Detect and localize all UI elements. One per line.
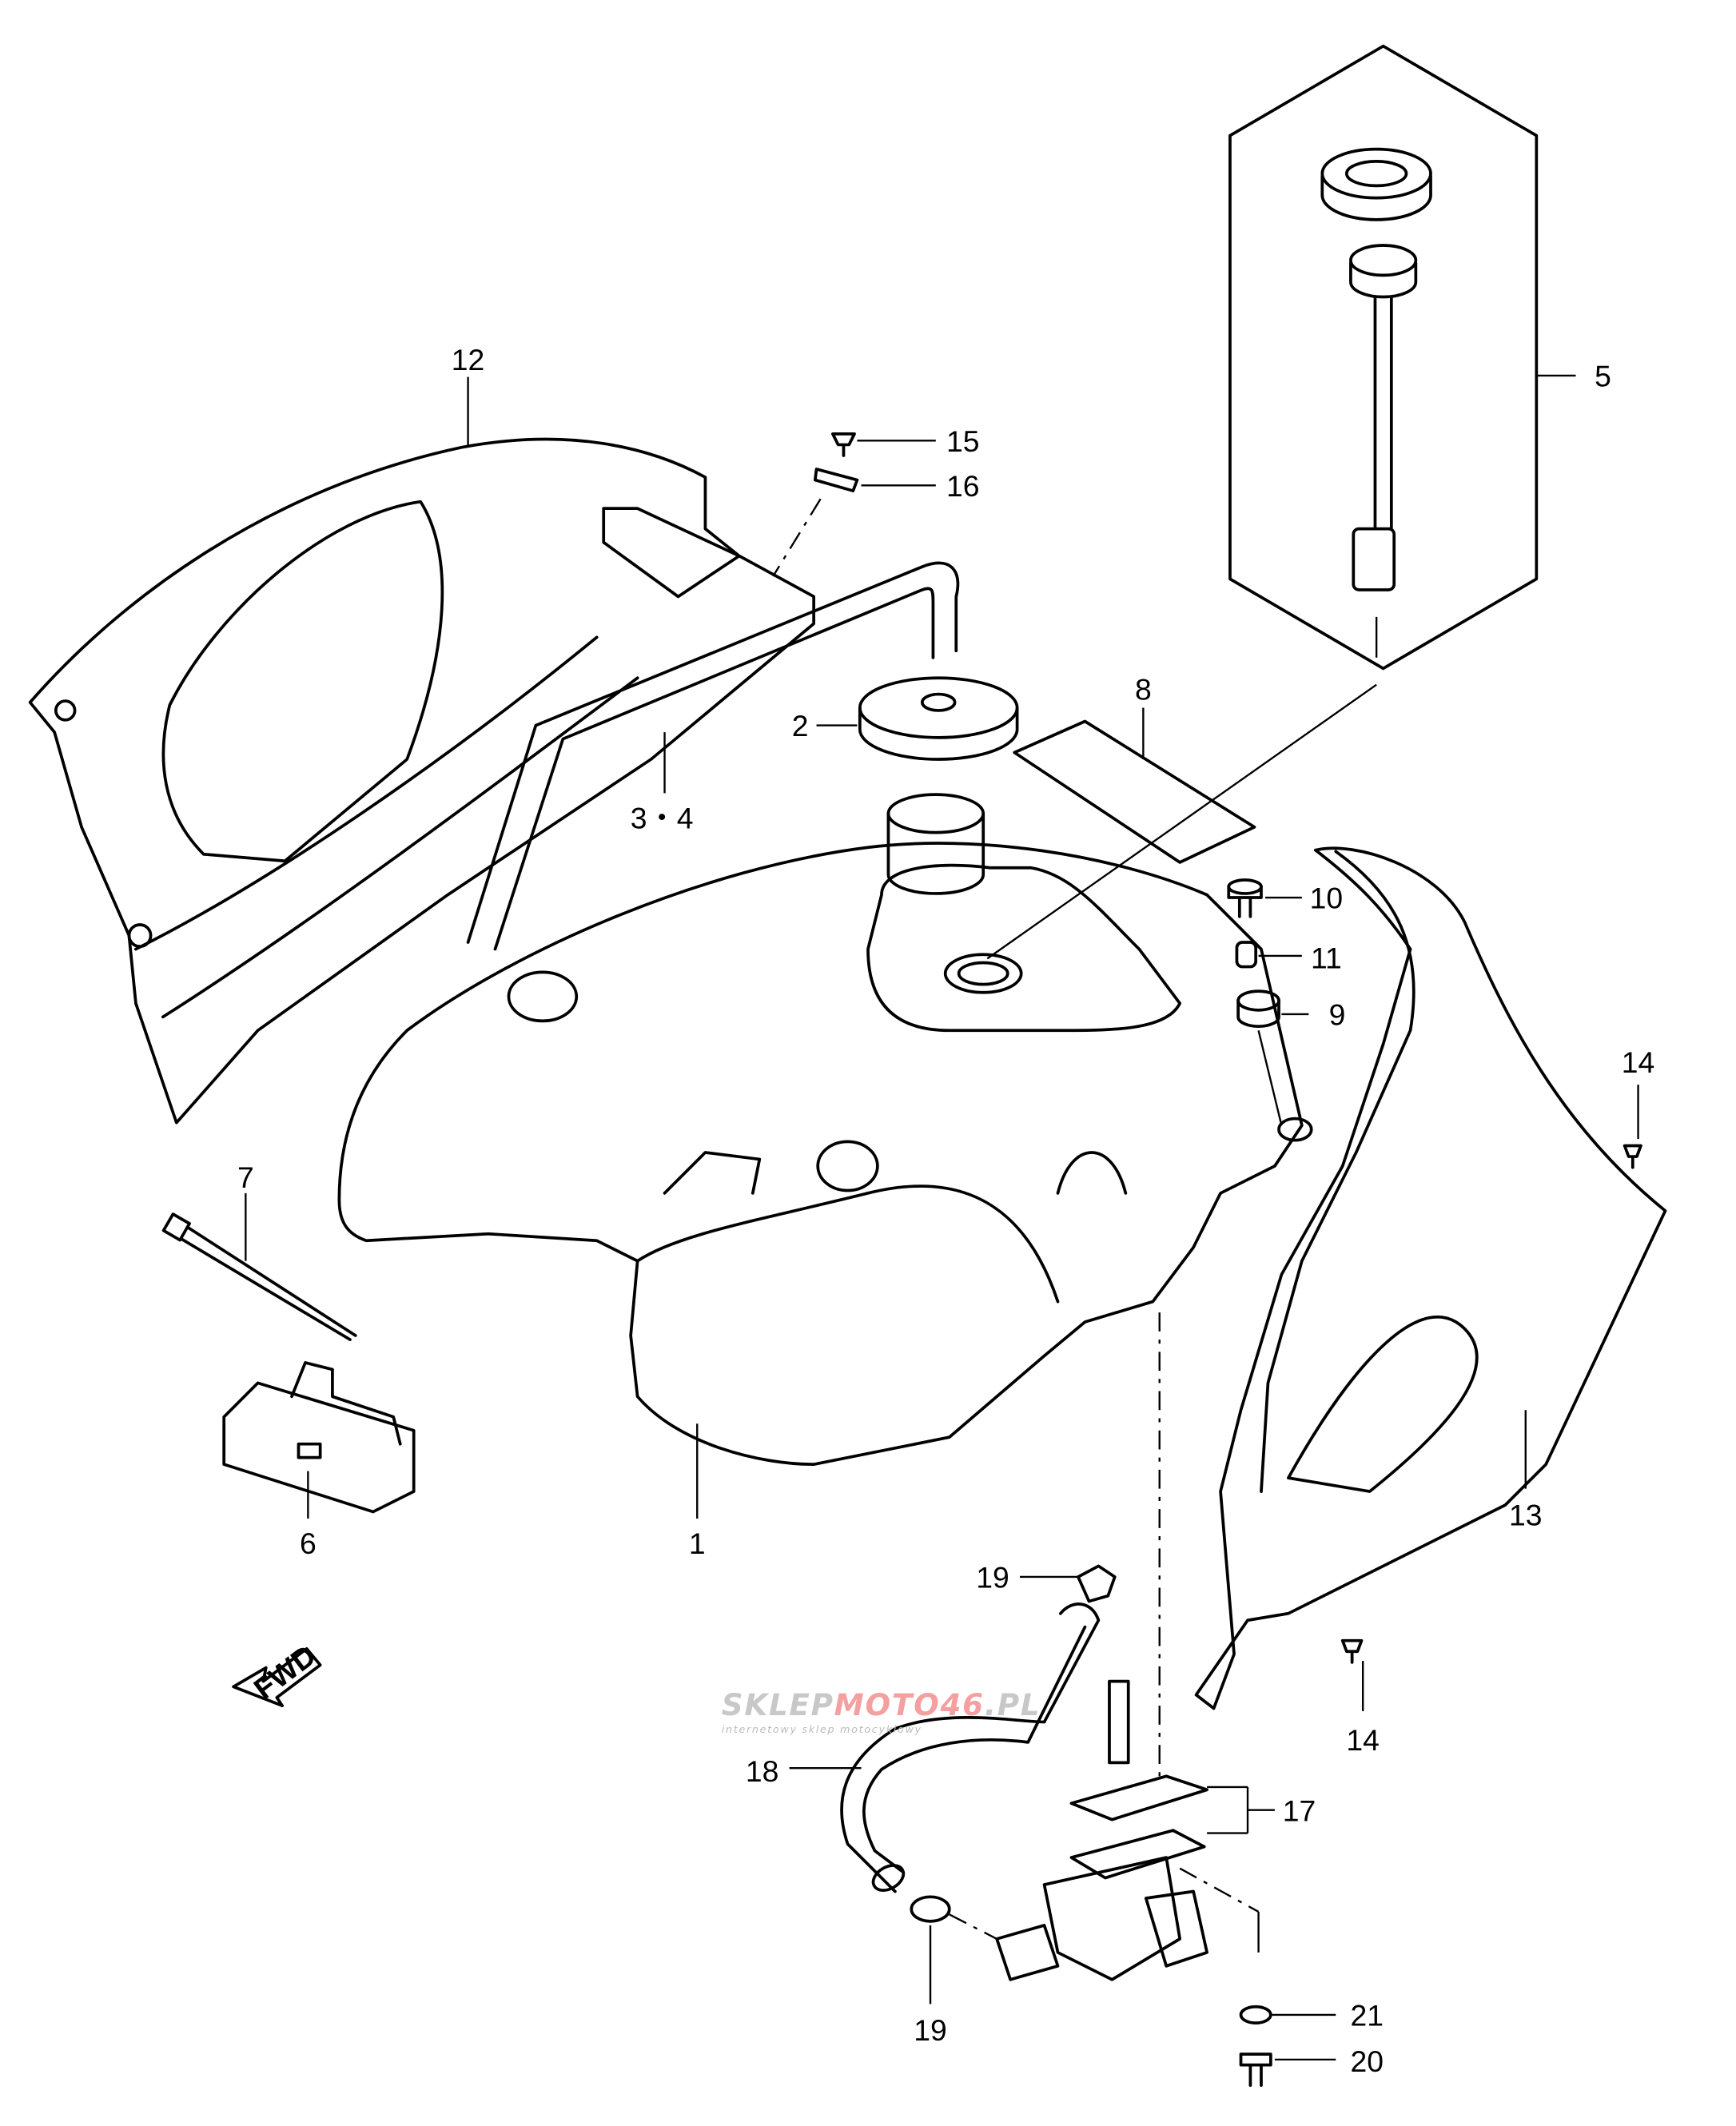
watermark-brand: SKLEPMOTO46.PL	[722, 1687, 1041, 1722]
callout-6: 6	[300, 1527, 317, 1560]
part-11-collar	[1235, 941, 1302, 969]
part-20-bolt	[1239, 2052, 1336, 2087]
callout-2: 2	[792, 709, 809, 743]
part-16-clamp	[772, 468, 936, 577]
callout-20: 20	[1351, 2044, 1384, 2078]
callout-21: 21	[1351, 1998, 1384, 2032]
part-10-bolt	[1227, 878, 1302, 918]
callout-17: 17	[1283, 1794, 1316, 1827]
callout-13: 13	[1509, 1498, 1543, 1531]
callout-12: 12	[452, 343, 485, 376]
callout-16: 16	[946, 469, 980, 503]
part-21-washer	[1239, 2005, 1336, 2024]
part-9-grommet	[1236, 989, 1309, 1126]
callout-8: 8	[1135, 672, 1152, 706]
part-1-fuel-tank	[337, 793, 1313, 1519]
part-3-4-breather-hose	[466, 561, 960, 951]
part-14-screw-lower	[1340, 1638, 1364, 1711]
part-17-fuel-cock	[995, 1312, 1275, 1981]
part-8-label-sticker	[1013, 707, 1256, 864]
callout-19-upper: 19	[976, 1561, 1009, 1594]
callout-3-4: 3・4	[631, 802, 694, 835]
part-5-fuel-sender-group	[1228, 44, 1576, 671]
callout-11: 11	[1311, 941, 1342, 974]
part-12-left-shroud	[28, 376, 816, 1125]
callout-labels: 12 15 16 5 2 8 3・4 10 11 9 14 7 6 1 13 1…	[237, 343, 1654, 2078]
callout-1: 1	[689, 1527, 706, 1560]
part-14-screw-upper	[1623, 1085, 1642, 1169]
leader-5	[986, 683, 1377, 960]
part-7-cable-tie	[161, 1192, 357, 1341]
part-18-fuel-hose	[789, 1602, 1101, 1893]
part-19-clamp-upper	[1020, 1564, 1117, 1603]
callout-15: 15	[946, 424, 980, 458]
part-2-fuel-cap	[816, 676, 1019, 761]
callout-14-lower: 14	[1346, 1723, 1380, 1757]
part-13-right-shroud	[1194, 846, 1667, 1710]
fwd-arrow-icon: FWD	[232, 1638, 322, 1707]
watermark-logo: SKLEPMOTO46.PL internetowy sklep motocyk…	[722, 1687, 1041, 1735]
callout-5: 5	[1595, 359, 1611, 392]
callout-14-upper: 14	[1622, 1045, 1655, 1079]
part-6-bracket	[222, 1361, 416, 1519]
callout-18: 18	[746, 1754, 779, 1788]
callout-9: 9	[1329, 998, 1346, 1032]
part-15-clip	[831, 432, 936, 457]
callout-7: 7	[237, 1161, 254, 1194]
callout-19-lower: 19	[914, 2013, 947, 2047]
part-19-clamp-lower	[910, 1895, 997, 2005]
watermark-tagline: internetowy sklep motocyklowy	[722, 1723, 922, 1735]
callout-10: 10	[1310, 882, 1344, 915]
